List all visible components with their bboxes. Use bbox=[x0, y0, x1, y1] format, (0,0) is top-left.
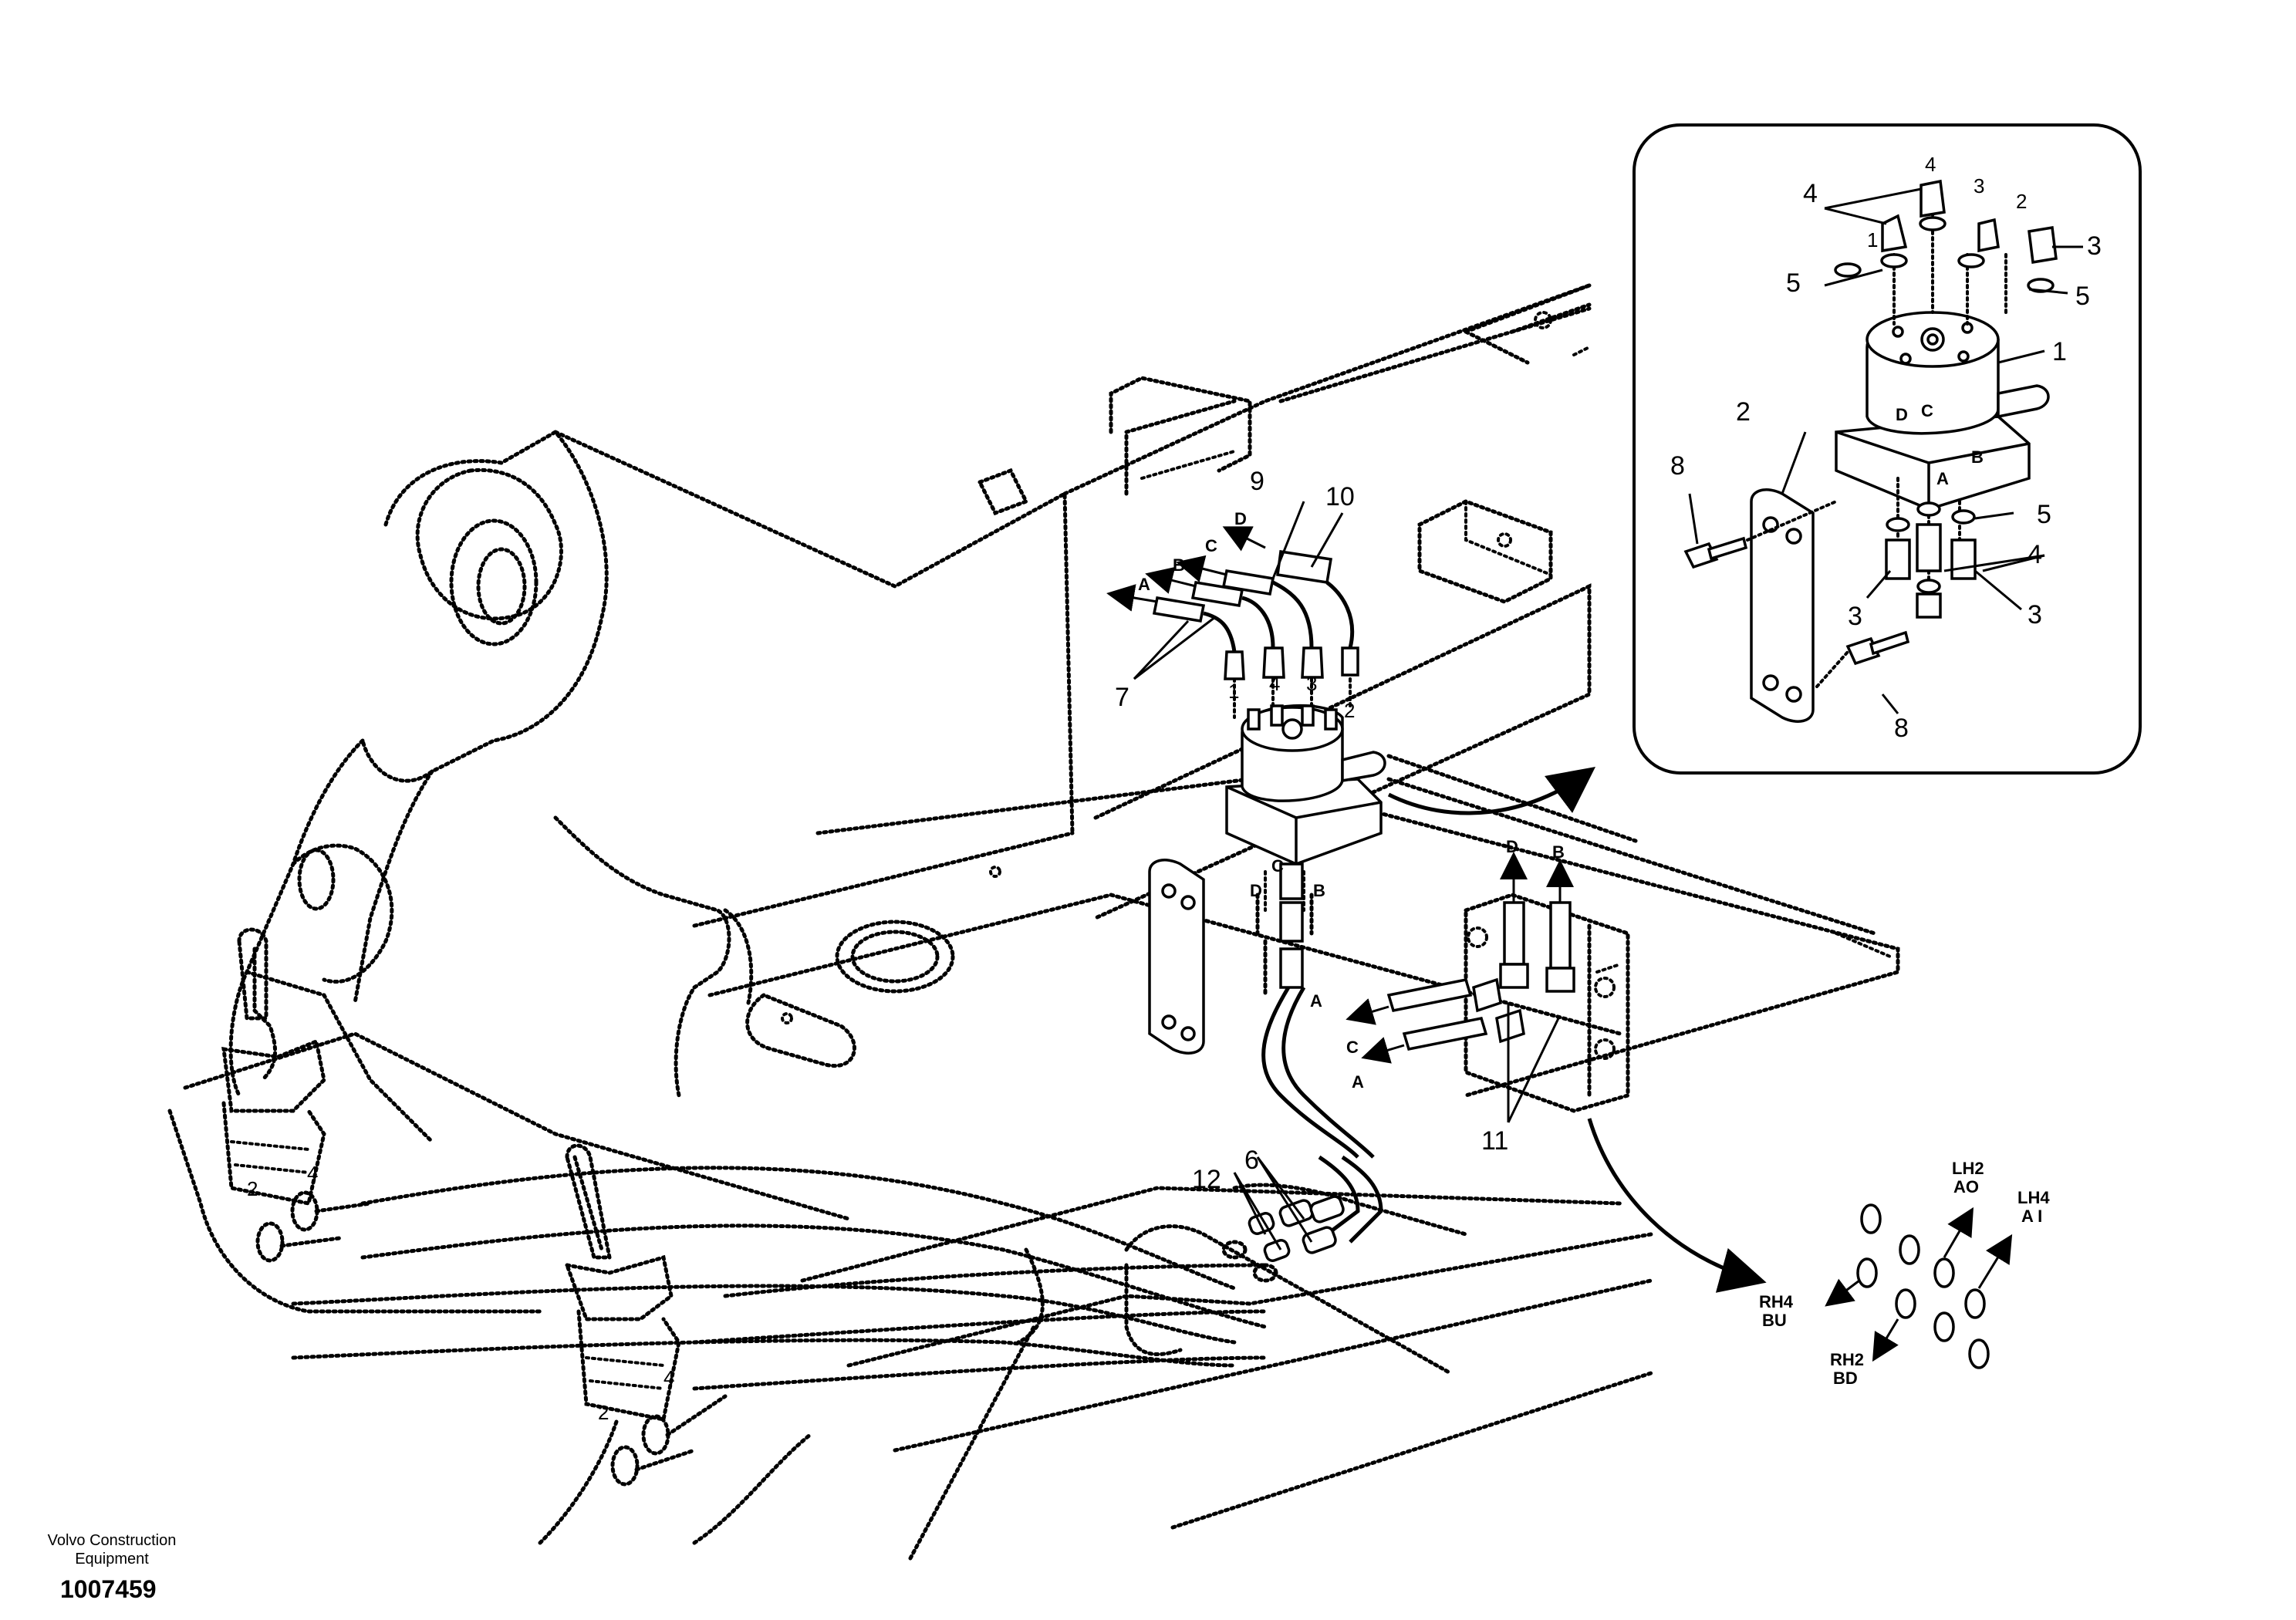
port-c-manifold: C bbox=[1346, 1038, 1359, 1057]
inset-port-1: 1 bbox=[1867, 228, 1878, 251]
manifold-block bbox=[1346, 852, 1630, 1113]
pattern-label-rh2: RH2 bbox=[1830, 1350, 1864, 1369]
brand-line-2: Equipment bbox=[75, 1551, 149, 1568]
inset-port-a: A bbox=[1936, 469, 1949, 488]
port-d-valve: D bbox=[1250, 881, 1262, 900]
pattern-label-ai: A I bbox=[2021, 1207, 2042, 1226]
right-joystick bbox=[564, 1143, 728, 1487]
hoses bbox=[291, 939, 1468, 1391]
inset-port-4: 4 bbox=[1925, 153, 1936, 176]
hose-port-4: 4 bbox=[1269, 672, 1280, 695]
inset-callout-3-lower-right: 3 bbox=[2028, 600, 2042, 629]
inset-port-3: 3 bbox=[1974, 174, 1984, 197]
inset-callout-2: 2 bbox=[1736, 397, 1751, 427]
port-d-manifold: D bbox=[1506, 837, 1518, 856]
callout-labels: 9 10 7 11 12 6 4 3 5 5 1 2 8 5 4 3 3 8 A… bbox=[247, 153, 2102, 1424]
port-a-valve: A bbox=[1310, 991, 1322, 1011]
footer-brand: Volvo Construction Equipment bbox=[23, 1531, 201, 1568]
port-b-valve: B bbox=[1313, 881, 1325, 900]
inset-port-b: B bbox=[1971, 447, 1984, 467]
inset-callout-5-left: 5 bbox=[1786, 268, 1801, 298]
inset-callout-3-lower-left: 3 bbox=[1848, 602, 1862, 631]
detail-arrows bbox=[1387, 767, 1767, 1293]
hose-port-1: 1 bbox=[1228, 680, 1239, 703]
inset-callout-8-bottom: 8 bbox=[1894, 714, 1909, 743]
callout-11: 11 bbox=[1481, 1126, 1508, 1156]
inset-port-d: D bbox=[1896, 405, 1908, 424]
callout-9: 9 bbox=[1250, 467, 1264, 496]
hose-port-2: 2 bbox=[1344, 699, 1355, 722]
port-b-manifold: B bbox=[1552, 842, 1565, 862]
pattern-label-bu: BU bbox=[1762, 1311, 1787, 1330]
inset-port-c: C bbox=[1921, 401, 1933, 420]
left-joystick-port-2: 2 bbox=[247, 1177, 258, 1200]
port-c-top: C bbox=[1205, 536, 1217, 555]
inset-callout-4: 4 bbox=[1803, 179, 1818, 208]
inset-detail bbox=[1633, 123, 2142, 775]
coupling-fittings bbox=[1221, 1195, 1345, 1283]
callout-6: 6 bbox=[1244, 1146, 1259, 1175]
inset-callout-5-right: 5 bbox=[2075, 282, 2090, 311]
machine-frame bbox=[167, 283, 1900, 1561]
inset-callout-4-lower: 4 bbox=[2028, 540, 2042, 569]
oring-pattern bbox=[1825, 1203, 2013, 1369]
pattern-label-bd: BD bbox=[1833, 1369, 1858, 1388]
callout-12: 12 bbox=[1192, 1165, 1221, 1194]
port-c-valve: C bbox=[1271, 856, 1284, 876]
left-joystick-port-4: 4 bbox=[307, 1162, 318, 1185]
callout-7: 7 bbox=[1115, 683, 1129, 712]
right-joystick-port-4: 4 bbox=[663, 1366, 674, 1389]
callout-10: 10 bbox=[1325, 482, 1355, 511]
port-b-top: B bbox=[1173, 555, 1185, 575]
right-joystick-port-2: 2 bbox=[598, 1401, 609, 1424]
brand-line-1: Volvo Construction bbox=[47, 1532, 177, 1549]
port-a-manifold: A bbox=[1352, 1072, 1364, 1092]
inset-callout-8-left: 8 bbox=[1670, 451, 1685, 481]
main-leaders bbox=[1133, 501, 1560, 1250]
port-d-top: D bbox=[1234, 509, 1247, 528]
inset-port-2: 2 bbox=[2016, 190, 2027, 213]
valve-assembly bbox=[1106, 526, 1386, 1055]
pattern-label-rh4: RH4 bbox=[1759, 1292, 1794, 1311]
inset-callout-3-top: 3 bbox=[2087, 231, 2102, 261]
pattern-label-lh2: LH2 bbox=[1952, 1159, 1984, 1178]
inset-callout-1: 1 bbox=[2052, 337, 2067, 366]
pattern-label-ao: AO bbox=[1953, 1177, 1979, 1196]
drawing-number: 1007459 bbox=[60, 1575, 157, 1603]
left-joystick bbox=[221, 927, 373, 1263]
port-a-top: A bbox=[1138, 575, 1150, 594]
inset-callout-5-lower: 5 bbox=[2037, 500, 2051, 529]
hose-port-3: 3 bbox=[1306, 672, 1317, 695]
pattern-label-lh4: LH4 bbox=[2017, 1188, 2050, 1207]
